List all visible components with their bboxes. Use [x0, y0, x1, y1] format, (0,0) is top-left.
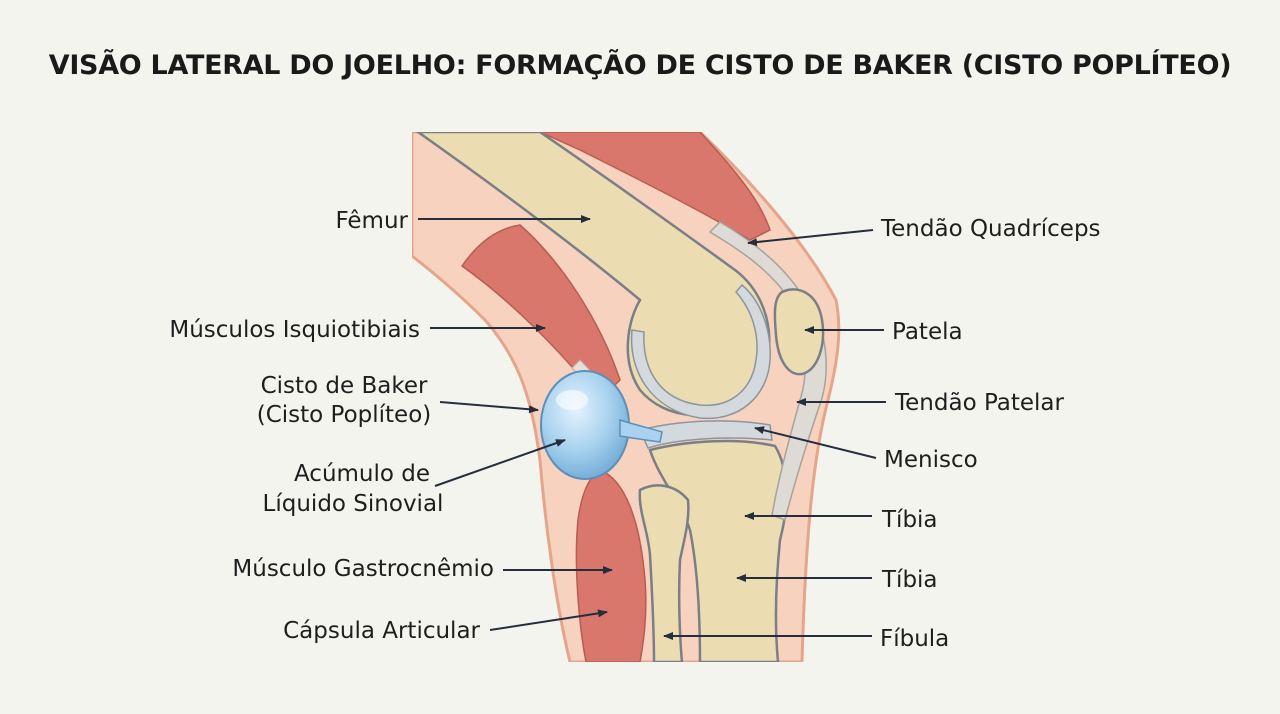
label-meniscus: Menisco [884, 447, 978, 473]
cyst-highlight [556, 390, 588, 410]
label-fluid-line2: Líquido Sinovial [263, 491, 444, 517]
fibula-bone [638, 484, 690, 662]
pointer-capsule [489, 609, 608, 631]
pointer-meniscus [754, 426, 877, 459]
baker-cyst [540, 370, 630, 480]
hamstring-muscle [460, 224, 621, 402]
label-cyst-line1: Cisto de Baker [261, 373, 428, 399]
label-hamstrings: Músculos Isquiotibiais [169, 317, 420, 343]
patella-bone [773, 288, 825, 376]
label-patellar-tendon: Tendão Patelar [894, 390, 1065, 416]
label-fluid-line1: Acúmulo de [294, 461, 430, 487]
pointer-fluid [434, 439, 566, 487]
page-title: VISÃO LATERAL DO JOELHO: FORMAÇÃO DE CIS… [48, 50, 1232, 81]
label-tibia-1: Tíbia [881, 507, 938, 533]
label-quad-tendon: Tendão Quadríceps [880, 216, 1101, 242]
label-fibula: Fíbula [880, 626, 949, 652]
label-patella: Patela [892, 319, 963, 345]
label-gastrocnemius: Músculo Gastrocnêmio [232, 556, 494, 582]
label-cyst-line2: (Cisto Poplíteo) [257, 402, 432, 428]
meniscus [638, 420, 773, 449]
pointer-cyst [439, 401, 539, 414]
label-tibia-2: Tíbia [881, 567, 938, 593]
pointer-quad-tendon [747, 229, 874, 247]
label-femur: Fêmur [335, 208, 408, 234]
femoral-cartilage [630, 283, 771, 420]
label-capsule: Cápsula Articular [283, 618, 480, 644]
cyst-stalk [619, 418, 663, 443]
